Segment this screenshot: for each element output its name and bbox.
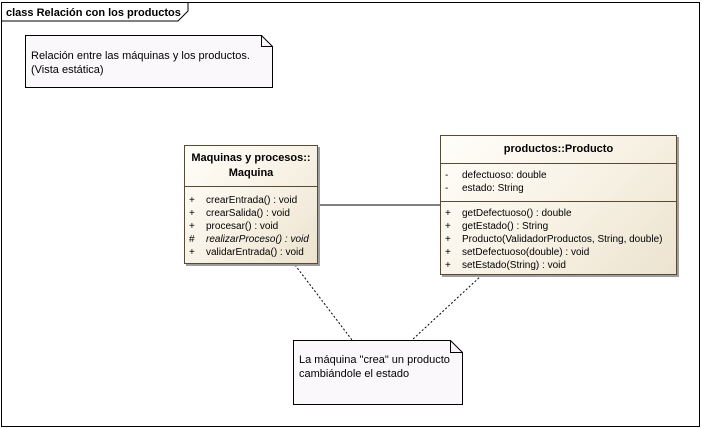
visibility-marker: + bbox=[445, 260, 451, 271]
operation: + crearSalida() : void bbox=[185, 207, 317, 220]
visibility-marker: + bbox=[189, 247, 195, 258]
operation: + Producto(ValidadorProductos, String, d… bbox=[441, 233, 676, 246]
visibility-marker: + bbox=[445, 208, 451, 219]
class-maquina-header: Maquinas y procesos:: Maquina bbox=[185, 146, 317, 187]
operation-signature: procesar() : void bbox=[206, 221, 279, 232]
visibility-marker: + bbox=[445, 247, 451, 258]
visibility-marker: - bbox=[445, 170, 449, 181]
operation-signature: validarEntrada() : void bbox=[206, 247, 304, 258]
visibility-marker: # bbox=[189, 234, 195, 245]
class-maquina-operations: + crearEntrada() : void + crearSalida() … bbox=[185, 187, 317, 259]
frame-title: class Relación con los productos bbox=[6, 7, 181, 19]
visibility-marker: + bbox=[189, 221, 195, 232]
class-producto[interactable]: productos::Producto - defectuoso: double… bbox=[440, 135, 677, 275]
class-producto-name: productos::Producto bbox=[503, 143, 614, 155]
frame-title-tab bbox=[2, 3, 189, 22]
class-maquina-package: Maquinas y procesos:: bbox=[191, 152, 311, 164]
class-maquina-name: Maquina bbox=[228, 167, 274, 179]
operation-signature: getEstado() : String bbox=[462, 221, 549, 232]
operation-signature: realizarProceso() : void bbox=[206, 234, 309, 245]
visibility-marker: + bbox=[445, 221, 451, 232]
description-note: Relación entre las máquinas y los produc… bbox=[25, 35, 273, 88]
attribute-signature: estado: String bbox=[462, 183, 524, 194]
creation-note-text: La máquina "crea" un producto cambiándol… bbox=[299, 354, 450, 380]
operation-signature: setDefectuoso(double) : void bbox=[462, 247, 590, 258]
visibility-marker: + bbox=[189, 195, 195, 206]
visibility-marker: + bbox=[189, 208, 195, 219]
operation: + getDefectuoso() : double bbox=[441, 207, 676, 220]
class-producto-operations: + getDefectuoso() : double + getEstado()… bbox=[441, 202, 676, 272]
operation: + validarEntrada() : void bbox=[185, 246, 317, 259]
class-producto-header: productos::Producto bbox=[441, 136, 676, 164]
attribute-signature: defectuoso: double bbox=[462, 170, 547, 181]
operation-signature: crearEntrada() : void bbox=[206, 195, 298, 206]
class-producto-attributes: - defectuoso: double - estado: String bbox=[441, 164, 676, 202]
operation-signature: getDefectuoso() : double bbox=[462, 208, 572, 219]
operation-signature: crearSalida() : void bbox=[206, 208, 290, 219]
attribute: - defectuoso: double bbox=[441, 169, 676, 182]
creation-note: La máquina "crea" un producto cambiándol… bbox=[293, 340, 463, 405]
description-note-text: Relación entre las máquinas y los produc… bbox=[31, 50, 250, 76]
operation: + setDefectuoso(double) : void bbox=[441, 246, 676, 259]
operation-signature: Producto(ValidadorProductos, String, dou… bbox=[462, 234, 663, 245]
note-shape bbox=[25, 35, 273, 88]
operation: + procesar() : void bbox=[185, 220, 317, 233]
operation-abstract: # realizarProceso() : void bbox=[185, 233, 317, 246]
note-shape bbox=[293, 340, 463, 405]
class-maquina[interactable]: Maquinas y procesos:: Maquina + crearEnt… bbox=[184, 145, 318, 264]
attribute: - estado: String bbox=[441, 182, 676, 195]
visibility-marker: + bbox=[445, 234, 451, 245]
operation: + getEstado() : String bbox=[441, 220, 676, 233]
operation: + setEstado(String) : void bbox=[441, 259, 676, 272]
operation-signature: setEstado(String) : void bbox=[462, 260, 566, 271]
operation: + crearEntrada() : void bbox=[185, 194, 317, 207]
visibility-marker: - bbox=[445, 183, 449, 194]
